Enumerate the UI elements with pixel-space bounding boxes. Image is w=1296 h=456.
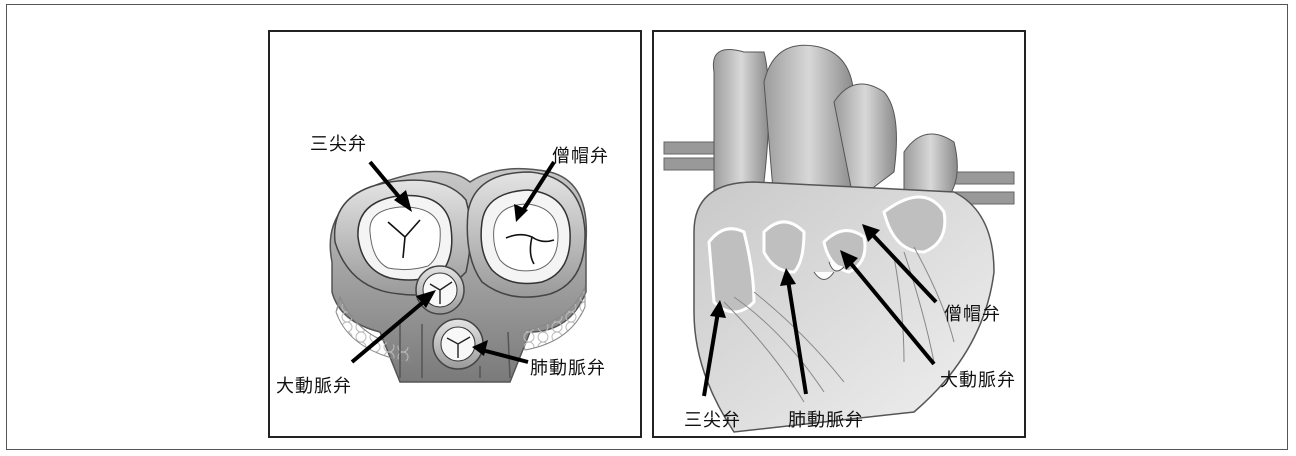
valves-top-view-panel: 三尖弁 僧帽弁 大動脈弁 肺動脈弁 xyxy=(268,30,642,438)
label-mitral-valve-right: 僧帽弁 xyxy=(944,300,1001,326)
heart-cutaway-panel: 僧帽弁 大動脈弁 三尖弁 肺動脈弁 xyxy=(652,30,1026,438)
label-aortic-valve-right: 大動脈弁 xyxy=(940,366,1016,392)
label-pulmonary-valve: 肺動脈弁 xyxy=(530,354,606,380)
label-tricuspid-valve-right: 三尖弁 xyxy=(684,406,741,432)
label-mitral-valve: 僧帽弁 xyxy=(552,142,609,168)
label-tricuspid-valve: 三尖弁 xyxy=(310,130,367,156)
label-aortic-valve: 大動脈弁 xyxy=(276,372,352,398)
figure-frame xyxy=(6,4,1288,450)
label-pulmonary-valve-right: 肺動脈弁 xyxy=(788,406,864,432)
